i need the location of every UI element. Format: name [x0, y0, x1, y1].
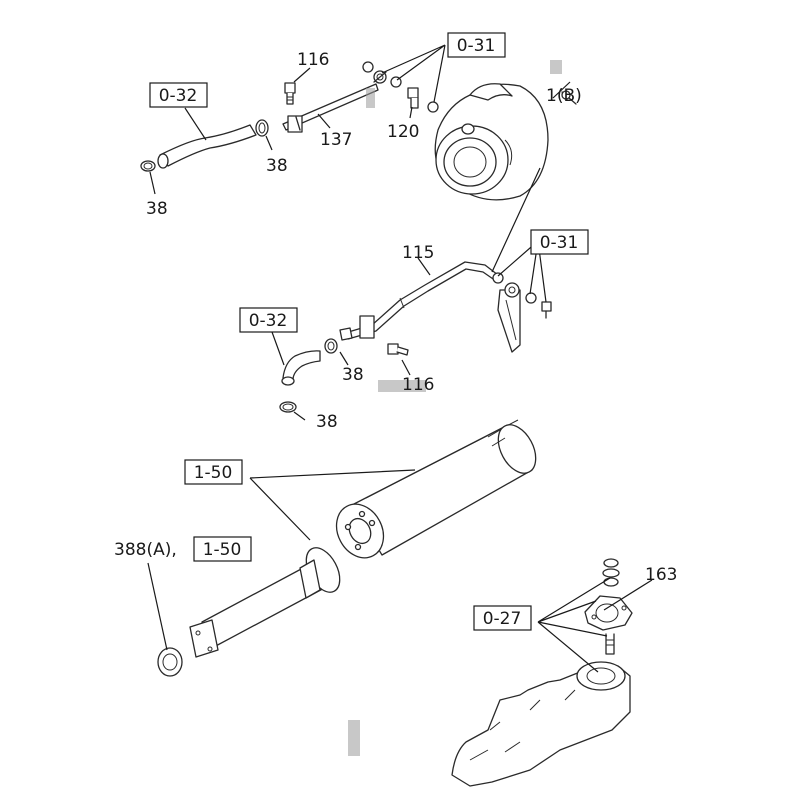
exhaust-pipe: [189, 547, 341, 658]
turbocharger: [434, 83, 549, 201]
svg-text:1-50: 1-50: [194, 463, 233, 483]
oil-pipe-137: [282, 70, 387, 133]
hose-clamp-38-mid-right: [324, 338, 338, 354]
union-bolt-120: [407, 87, 419, 109]
hose-top: [157, 124, 257, 169]
hose-clamp-38-top-left: [140, 160, 156, 172]
ref-box-0-27: 0-27: [473, 605, 532, 631]
muffler: [335, 419, 537, 559]
label-120: 120: [387, 122, 419, 142]
bolt-116-mid: [387, 343, 409, 356]
label-38-mid-bottom: 38: [316, 412, 338, 432]
svg-text:0-31: 0-31: [457, 36, 496, 56]
svg-text:1-50: 1-50: [203, 540, 242, 560]
nuts-and-washers: [602, 558, 620, 587]
label-116-mid: 116: [402, 375, 434, 395]
hose-clamp-38-mid-bottom: [279, 401, 297, 413]
label-163: 163: [645, 565, 677, 585]
hose-clamp-38-top-right: [255, 119, 269, 137]
svg-text:0-32: 0-32: [159, 86, 198, 106]
ref-box-0-32-top: 0-32: [149, 82, 208, 108]
gasket-163: [584, 595, 633, 631]
ref-box-0-32-mid: 0-32: [239, 307, 298, 333]
label-116-top: 116: [297, 50, 329, 70]
label-38-mid-right: 38: [342, 365, 364, 385]
gaskets-mid: [492, 272, 537, 304]
label-38-top-left: 38: [146, 199, 168, 219]
label-115: 115: [402, 243, 434, 263]
gaskets-top: [362, 61, 439, 113]
gasket-388: [157, 647, 183, 677]
ref-box-0-31-top: 0-31: [447, 32, 506, 58]
svg-text:0-27: 0-27: [483, 609, 522, 629]
ref-box-0-31-mid: 0-31: [530, 229, 589, 255]
label-1b: 1(B): [546, 86, 582, 106]
svg-text:0-31: 0-31: [540, 233, 579, 253]
label-388a: 388(A),: [114, 540, 177, 560]
leader-lines: [147, 44, 653, 673]
blurred-watermark: [348, 60, 562, 756]
ref-box-1-50-bottom: 1-50: [193, 536, 252, 562]
return-pipe-fitting: [497, 282, 521, 353]
svg-text:0-32: 0-32: [249, 311, 288, 331]
oil-return-pipe-115: [339, 261, 499, 341]
turbo-pipe-link-line: [491, 167, 541, 273]
ref-box-1-50-top: 1-50: [184, 459, 243, 485]
label-137: 137: [320, 130, 352, 150]
label-38-top-right: 38: [266, 156, 288, 176]
return-pipe-bolt: [541, 301, 552, 319]
exhaust-manifold: [451, 661, 631, 787]
bolt-116-top: [284, 82, 296, 105]
manifold-stud: [605, 633, 615, 655]
hose-mid: [281, 350, 321, 386]
bolt-1b: [561, 90, 577, 105]
